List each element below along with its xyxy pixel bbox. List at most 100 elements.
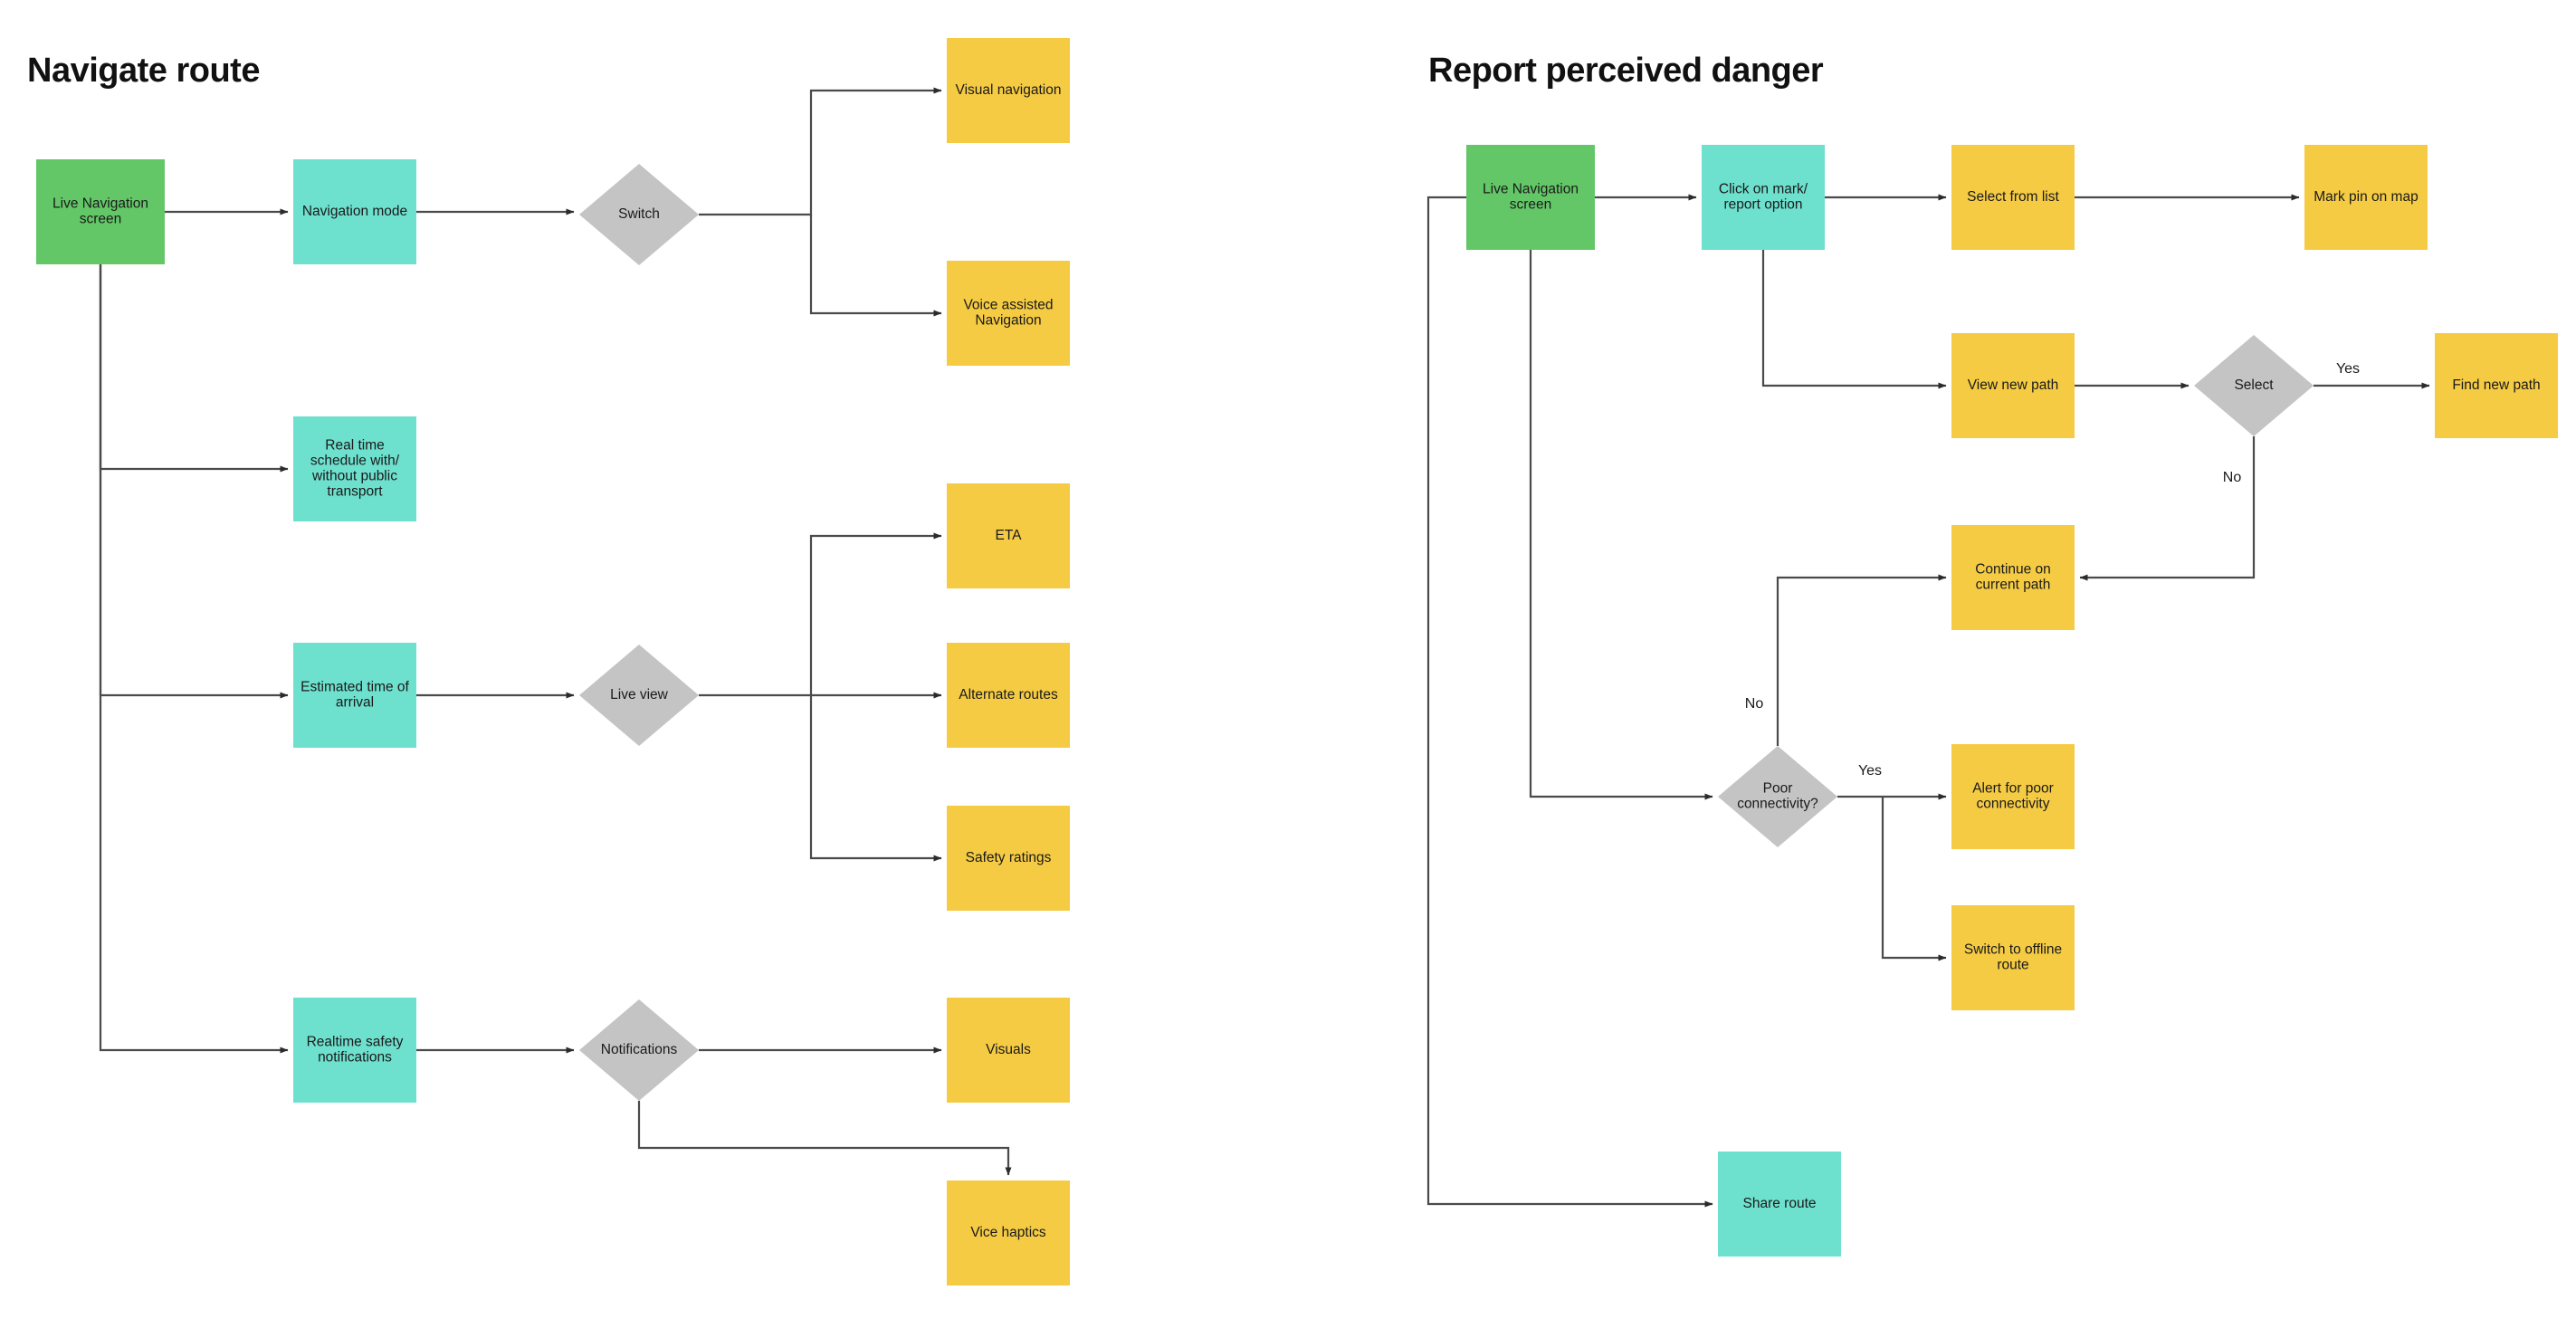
node-shape-visual-navigation xyxy=(947,38,1070,143)
edge-label-e2-select-find: Yes xyxy=(2336,361,2360,377)
node-click-mark-report[interactable]: Click on mark/report option xyxy=(1702,145,1825,250)
node-label-live-view: Live view xyxy=(610,687,669,702)
node-label-find-new-path: Find new path xyxy=(2452,378,2540,393)
node-notifications[interactable]: Notifications xyxy=(579,999,699,1101)
node-shape-switch-offline-route xyxy=(1951,905,2075,1010)
node-shape-notifications xyxy=(579,999,699,1101)
node-select-from-list[interactable]: Select from list xyxy=(1951,145,2075,250)
edge-e2-click-viewpath xyxy=(1761,250,1947,389)
node-label-view-new-path: View new path xyxy=(1968,378,2059,393)
node-shape-select-from-list xyxy=(1951,145,2075,250)
edge-e2-select-continue xyxy=(2079,436,2256,581)
node-shape-mark-pin-on-map xyxy=(2304,145,2428,250)
node-shape-select xyxy=(2194,335,2314,436)
node-vice-haptics[interactable]: Vice haptics xyxy=(947,1180,1070,1285)
node-find-new-path[interactable]: Find new path xyxy=(2435,333,2558,438)
node-alternate-routes[interactable]: Alternate routes xyxy=(947,643,1070,748)
edge-e2-lns-poorconn xyxy=(1529,250,1713,800)
node-shape-find-new-path xyxy=(2435,333,2558,438)
edge-label-e2-select-continue: No xyxy=(2223,470,2242,485)
edge-e-switch-visual xyxy=(699,87,942,216)
node-shape-share-route xyxy=(1718,1152,1841,1257)
node-label-visual-navigation: Visual navigation xyxy=(956,82,1062,98)
node-mark-pin-on-map[interactable]: Mark pin on map xyxy=(2304,145,2428,250)
node-shape-vice-haptics xyxy=(947,1180,1070,1285)
node-shape-alternate-routes xyxy=(947,643,1070,748)
edge-e-notif-haptics xyxy=(637,1101,1012,1176)
node-label-navigation-mode: Navigation mode xyxy=(302,204,407,219)
node-label-select-from-list: Select from list xyxy=(1967,189,2059,205)
node-visuals[interactable]: Visuals xyxy=(947,998,1070,1103)
node-shape-alert-poor-conn xyxy=(1951,744,2075,849)
node-label-eta: ETA xyxy=(996,528,1023,543)
edge-e-liveview-eta xyxy=(699,532,942,697)
node-shape-click-mark-report xyxy=(1702,145,1825,250)
node-shape-visuals xyxy=(947,998,1070,1103)
node-shape-realtime-schedule xyxy=(293,416,416,521)
edge-label-e2-poor-continue: No xyxy=(1745,696,1764,712)
node-label-mark-pin-on-map: Mark pin on map xyxy=(2314,189,2418,205)
node-label-alternate-routes: Alternate routes xyxy=(959,687,1058,702)
node-shape-live-view xyxy=(579,645,699,746)
node-label-safety-ratings: Safety ratings xyxy=(966,850,1052,865)
edge-e-lns-schedule xyxy=(99,264,289,473)
node-shape-view-new-path xyxy=(1951,333,2075,438)
edge-e-switch-voice xyxy=(809,215,942,317)
edge-e-lns-safetynotif xyxy=(99,264,289,1054)
node-shape-safety-ratings xyxy=(947,806,1070,911)
node-share-route[interactable]: Share route xyxy=(1718,1152,1841,1257)
node-label-click-mark-report: Click on mark/report option xyxy=(1719,182,1808,213)
edge-e2-poor-continue xyxy=(1776,574,1947,746)
node-label-switch: Switch xyxy=(618,206,660,222)
node-shape-live-nav-screen xyxy=(36,159,165,264)
node-shape-poor-connectivity xyxy=(1718,746,1837,847)
node-label-notifications: Notifications xyxy=(601,1042,678,1057)
flowchart-title-navigate-route: Navigate route xyxy=(27,52,260,90)
node-view-new-path[interactable]: View new path xyxy=(1951,333,2075,438)
node-safety-ratings[interactable]: Safety ratings xyxy=(947,806,1070,911)
node-shape-continue-current-path xyxy=(1951,525,2075,630)
edge-e-lns-eta xyxy=(99,264,289,699)
node-visual-navigation[interactable]: Visual navigation xyxy=(947,38,1070,143)
edge-e2-poor-offline xyxy=(1881,797,1947,961)
node-shape-live-nav-screen-2 xyxy=(1466,145,1595,250)
node-shape-eta xyxy=(947,483,1070,588)
node-shape-realtime-safety-notif xyxy=(293,998,416,1103)
node-live-view[interactable]: Live view xyxy=(579,645,699,746)
node-label-vice-haptics: Vice haptics xyxy=(970,1225,1046,1240)
edge-e2-lns-share xyxy=(1426,196,1713,1208)
node-shape-voice-assisted-nav xyxy=(947,261,1070,366)
node-label-select: Select xyxy=(2234,378,2274,393)
node-label-visuals: Visuals xyxy=(986,1042,1031,1057)
node-select[interactable]: Select xyxy=(2194,335,2314,436)
node-switch[interactable]: Switch xyxy=(579,164,699,265)
node-eta[interactable]: ETA xyxy=(947,483,1070,588)
node-shape-estimated-time xyxy=(293,643,416,748)
titles-layer: Navigate route Report perceived danger xyxy=(27,52,1824,90)
node-navigation-mode[interactable]: Navigation mode xyxy=(293,159,416,264)
flowchart-title-report-perceived-danger: Report perceived danger xyxy=(1428,52,1824,90)
edge-label-e2-poor-alert: Yes xyxy=(1858,763,1882,779)
